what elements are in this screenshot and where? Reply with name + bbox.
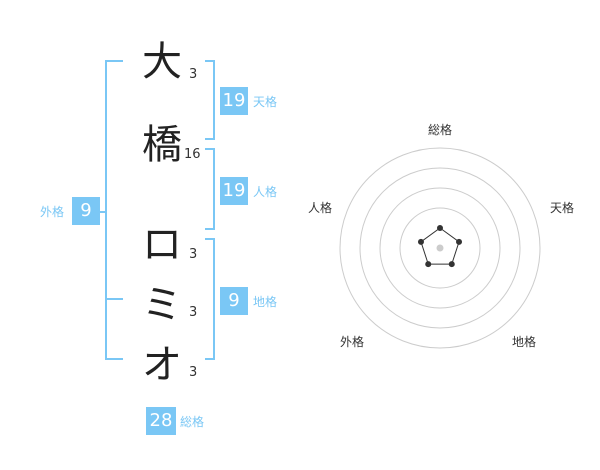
radar-label-tenkaku: 天格 bbox=[550, 201, 575, 215]
tenkaku-bracket-top bbox=[205, 60, 215, 62]
radar-ring-2 bbox=[359, 167, 521, 329]
chikaku-bracket-top bbox=[205, 238, 215, 240]
radar-point-jinkaku bbox=[417, 238, 424, 245]
stroke-count-5: 3 bbox=[189, 365, 198, 380]
stroke-count-3: 3 bbox=[189, 247, 198, 262]
radar-point-chikaku bbox=[448, 261, 455, 268]
chikaku-value: 9 bbox=[220, 287, 248, 315]
gaikaku-bracket-vertical bbox=[105, 60, 107, 360]
jinkaku-bracket-bottom bbox=[205, 228, 215, 230]
radar-point-tenkaku bbox=[456, 238, 463, 245]
stroke-count-1: 3 bbox=[189, 67, 198, 82]
chikaku-bracket-vertical bbox=[213, 238, 215, 360]
jinkaku-bracket-top bbox=[205, 148, 215, 150]
name-char-5: オ bbox=[142, 342, 182, 388]
radar-label-gaikaku: 外格 bbox=[340, 335, 365, 349]
radar-ring-1 bbox=[339, 147, 541, 349]
radar-label-soukaku: 総格 bbox=[428, 123, 453, 137]
radar-point-gaikaku bbox=[425, 261, 432, 268]
radar-label-jinkaku: 人格 bbox=[308, 201, 333, 215]
chikaku-label: 地格 bbox=[253, 295, 278, 309]
jinkaku-bracket-vertical bbox=[213, 148, 215, 230]
radar-center-dot bbox=[436, 244, 444, 252]
tenkaku-bracket-vertical bbox=[213, 60, 215, 140]
radar-ring-4 bbox=[399, 207, 481, 289]
stroke-count-2: 16 bbox=[184, 147, 201, 162]
radar-point-soukaku bbox=[437, 225, 443, 231]
gaikaku-value: 9 bbox=[72, 197, 100, 225]
chikaku-bracket-bottom bbox=[205, 358, 215, 360]
jinkaku-value: 19 bbox=[220, 177, 248, 205]
radar-label-chikaku: 地格 bbox=[512, 335, 537, 349]
gaikaku-bracket-top bbox=[105, 60, 123, 62]
name-char-2: 橋 bbox=[142, 122, 182, 168]
gaikaku-label: 外格 bbox=[40, 205, 65, 219]
name-char-4: ミ bbox=[142, 282, 182, 328]
soukaku-value: 28 bbox=[146, 407, 176, 435]
name-char-1: 大 bbox=[142, 39, 182, 85]
tenkaku-bracket-bottom bbox=[205, 138, 215, 140]
jinkaku-label: 人格 bbox=[253, 185, 278, 199]
radar-ring-3 bbox=[379, 187, 501, 309]
tenkaku-label: 天格 bbox=[253, 95, 278, 109]
tenkaku-value: 19 bbox=[220, 87, 248, 115]
name-char-3: ロ bbox=[142, 222, 182, 268]
gaikaku-bracket-mid bbox=[105, 298, 123, 300]
stroke-count-4: 3 bbox=[189, 305, 198, 320]
soukaku-label: 総格 bbox=[180, 415, 205, 429]
gaikaku-bracket-bottom bbox=[105, 358, 123, 360]
